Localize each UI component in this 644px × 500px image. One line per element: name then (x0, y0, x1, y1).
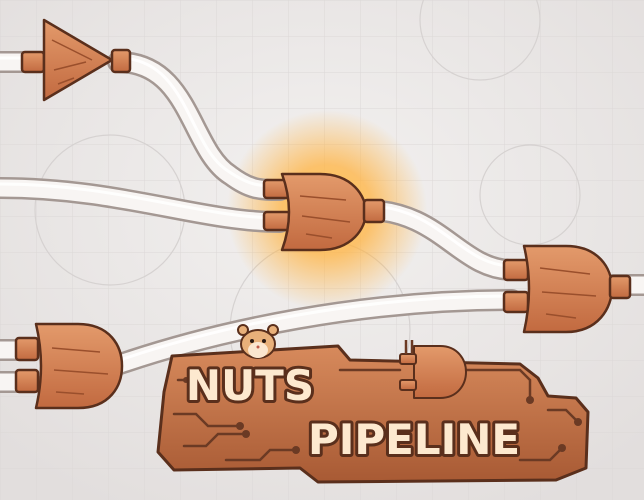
hamster-icon (237, 324, 279, 359)
title-logo: NUTS PIPELINE (156, 324, 590, 484)
buffer-gate-top-left[interactable] (20, 18, 132, 102)
title-line-1: NUTS (186, 361, 314, 410)
and-gate-center[interactable] (262, 172, 386, 252)
logo-gate-icon (399, 340, 467, 399)
circuit-traces (172, 368, 580, 462)
and-gate-right[interactable] (502, 244, 632, 334)
circuit-nodes (183, 377, 582, 454)
and-gate-bottom-left[interactable] (14, 322, 124, 410)
title-line-2: PIPELINE (308, 415, 520, 464)
